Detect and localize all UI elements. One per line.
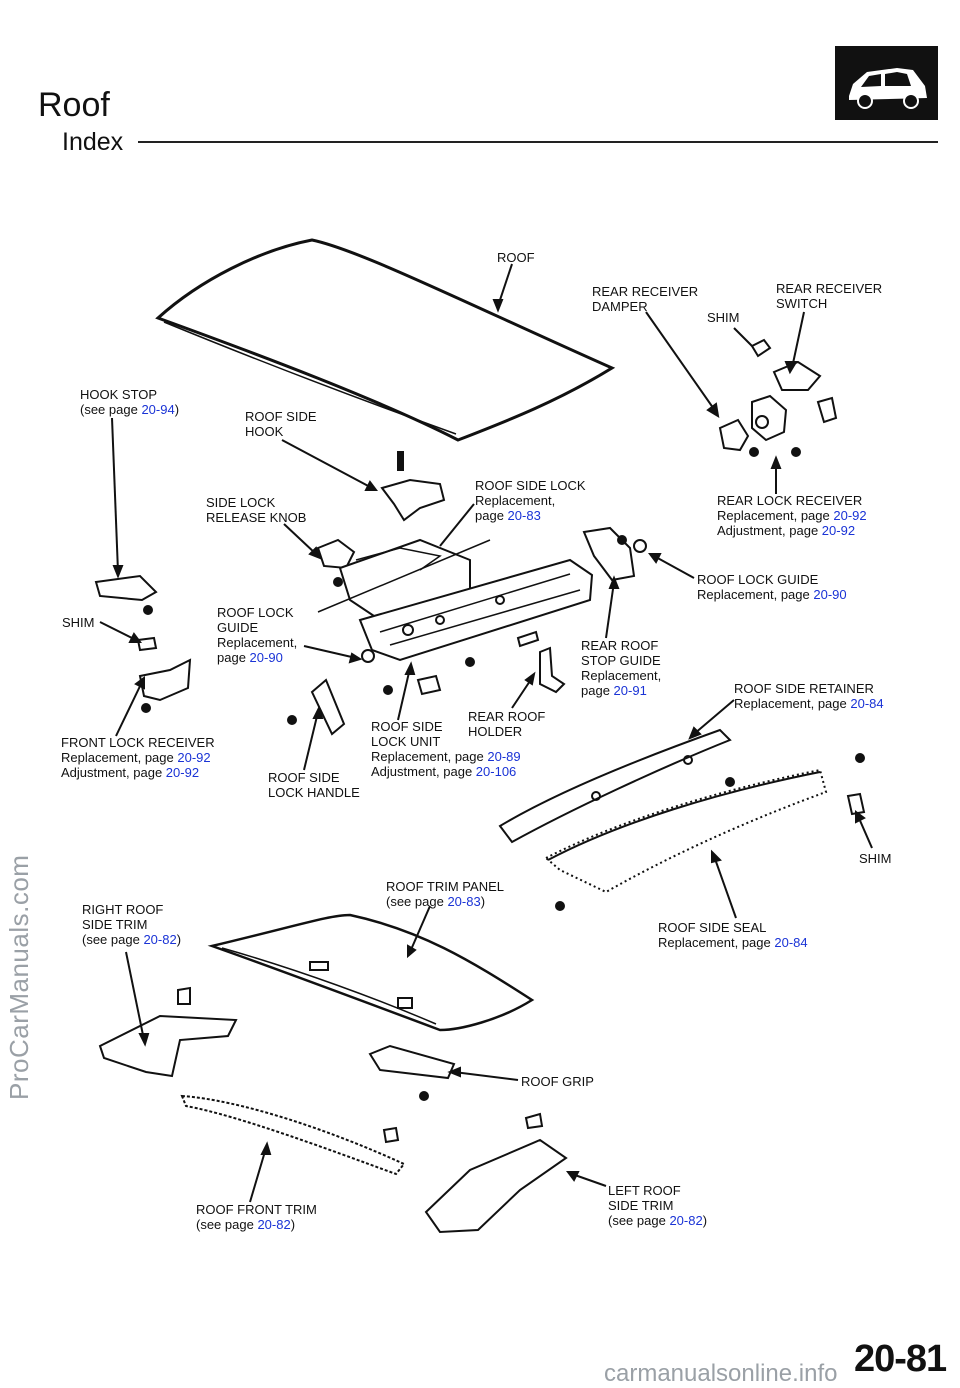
label-roof-side-retainer: ROOF SIDE RETAINER Replacement, page 20-… <box>734 681 884 711</box>
label-rear-lock-receiver: REAR LOCK RECEIVER Replacement, page 20-… <box>717 493 867 538</box>
rear-receiver-damper-part <box>718 418 750 452</box>
shim-right-part <box>846 792 866 816</box>
page-ref-link[interactable]: 20-90 <box>249 650 283 665</box>
page-ref-link[interactable]: 20-90 <box>813 587 847 602</box>
label-roof-grip: ROOF GRIP <box>521 1074 594 1089</box>
page-ref-link[interactable]: 20-84 <box>850 696 884 711</box>
right-roof-side-trim-part <box>98 1014 238 1078</box>
label-shim-top: SHIM <box>707 310 740 325</box>
page-ref-link[interactable]: 20-92 <box>821 523 856 538</box>
roof-side-retainer-part <box>498 728 732 844</box>
page-ref-link[interactable]: 20-94 <box>141 402 175 417</box>
label-shim-left: SHIM <box>62 615 95 630</box>
label-roof-side-lock-handle: ROOF SIDE LOCK HANDLE <box>268 770 360 800</box>
page-ref-link[interactable]: 20-106 <box>475 764 517 779</box>
page-ref-link[interactable]: 20-82 <box>257 1217 291 1232</box>
header-rule <box>138 141 938 143</box>
page-ref-link[interactable]: 20-82 <box>143 932 177 947</box>
page-ref-link[interactable]: 20-83 <box>447 894 481 909</box>
side-watermark: ProCarManuals.com <box>4 854 34 1100</box>
label-rear-receiver-damper: REAR RECEIVER DAMPER <box>592 284 699 314</box>
page-title: Roof <box>38 86 110 124</box>
label-rear-roof-holder: REAR ROOF HOLDER <box>468 709 546 739</box>
roof-front-trim-part <box>180 1094 406 1176</box>
roof-side-seal-part <box>544 768 828 894</box>
page-ref-link[interactable]: 20-83 <box>507 508 541 523</box>
page-ref-link[interactable]: 20-89 <box>487 749 521 764</box>
page-ref-link[interactable]: 20-82 <box>669 1213 703 1228</box>
left-roof-side-trim-part <box>424 1138 568 1234</box>
hook-stop-part <box>94 574 158 602</box>
page-number: 20-81 <box>854 1338 947 1380</box>
label-shim-right: SHIM <box>859 851 892 866</box>
page-ref-link[interactable]: 20-92 <box>165 765 200 780</box>
roof-side-hook-part <box>380 478 446 522</box>
label-roof-trim-panel: ROOF TRIM PANEL (see page 20-83) <box>386 879 504 909</box>
label-hook-stop: HOOK STOP (see page 20-94) <box>80 387 180 417</box>
rear-lock-receiver-part <box>751 394 788 442</box>
front-lock-receiver-part <box>138 658 192 702</box>
page-ref-link[interactable]: 20-91 <box>613 683 647 698</box>
label-side-lock-release-knob: SIDE LOCK RELEASE KNOB <box>206 495 307 525</box>
page-subtitle: Index <box>62 128 124 156</box>
car-icon <box>835 46 938 120</box>
roof-grip-part <box>368 1044 456 1080</box>
page-ref-link[interactable]: 20-84 <box>774 935 808 950</box>
label-roof-front-trim: ROOF FRONT TRIM (see page 20-82) <box>196 1202 317 1232</box>
label-roof-lock-guide-right: ROOF LOCK GUIDE Replacement, page 20-90 <box>697 572 847 602</box>
roof-side-lock-handle-part <box>310 678 346 736</box>
rear-roof-stop-guide-part <box>582 526 636 582</box>
roof-panel-part <box>155 238 616 442</box>
label-roof-lock-guide-left: ROOF LOCK GUIDE Replacement, page 20-90 <box>217 605 298 665</box>
bottom-watermark: carmanualsonline.info <box>604 1360 838 1387</box>
shim-left-part <box>136 636 158 652</box>
label-left-roof-side-trim: LEFT ROOF SIDE TRIM (see page 20-82) <box>608 1183 708 1228</box>
label-roof-side-hook: ROOF SIDE HOOK <box>245 409 317 439</box>
label-roof-side-lock: ROOF SIDE LOCK Replacement, page 20-83 <box>475 478 586 523</box>
side-lock-release-knob-part <box>316 538 356 570</box>
label-right-roof-side-trim: RIGHT ROOF SIDE TRIM (see page 20-82) <box>82 902 182 947</box>
page-ref-link[interactable]: 20-92 <box>833 508 867 523</box>
label-rear-receiver-switch: REAR RECEIVER SWITCH <box>776 281 883 311</box>
label-roof-side-seal: ROOF SIDE SEAL Replacement, page 20-84 <box>658 920 808 950</box>
label-rear-roof-stop-guide: REAR ROOF STOP GUIDE Replacement, page 2… <box>581 638 662 698</box>
roof-trim-panel-part <box>207 913 535 1032</box>
label-roof: ROOF <box>497 250 535 265</box>
label-front-lock-receiver: FRONT LOCK RECEIVER Replacement, page 20… <box>61 735 215 780</box>
page-ref-link[interactable]: 20-92 <box>177 750 211 765</box>
rear-roof-holder-part <box>539 646 566 694</box>
label-roof-side-lock-unit: ROOF SIDE LOCK UNIT Replacement, page 20… <box>371 719 521 779</box>
